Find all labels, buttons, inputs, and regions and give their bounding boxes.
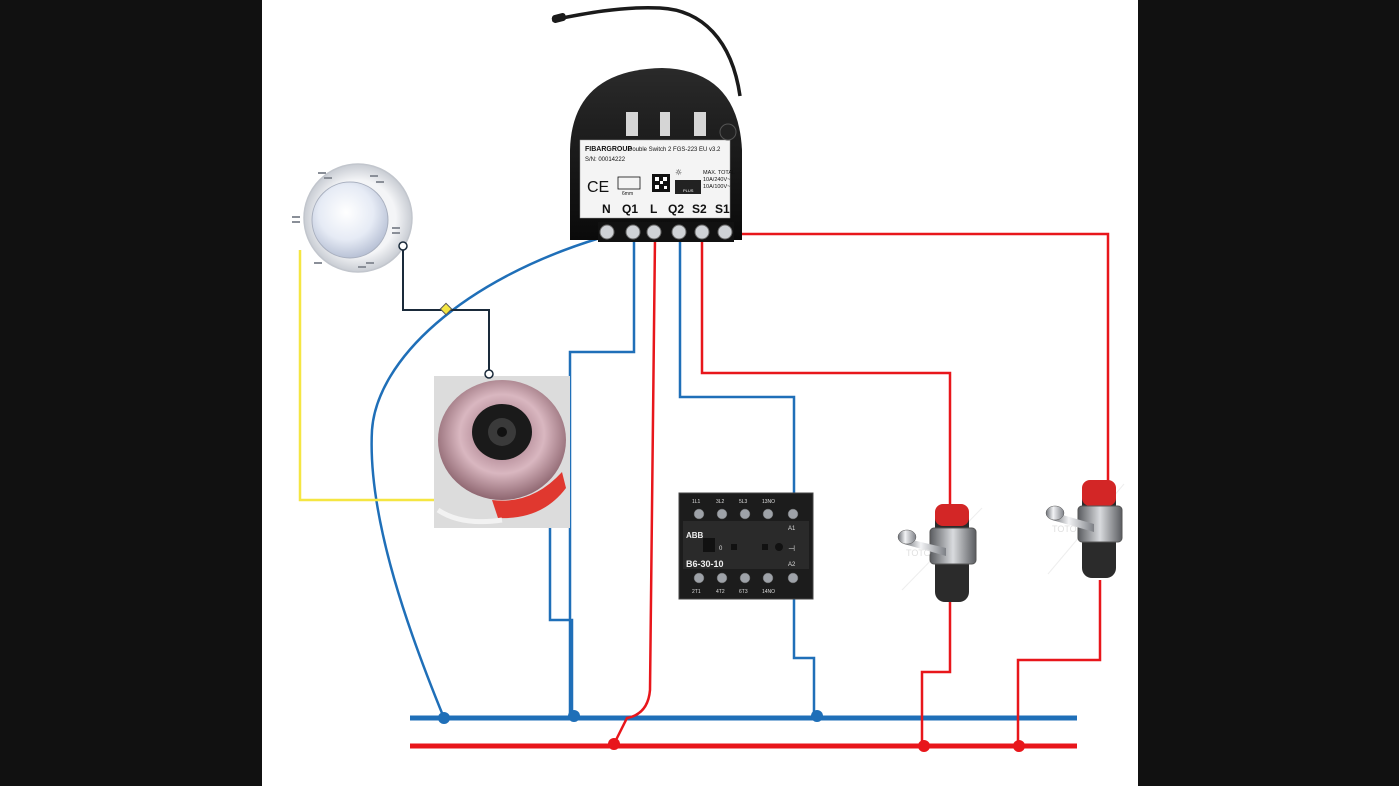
switch-brand: TOTO bbox=[906, 548, 931, 558]
terminal-label-s1: S1 bbox=[715, 202, 730, 216]
toggle-switch-icon: TOTO bbox=[897, 504, 983, 602]
neutral-junction-dot bbox=[811, 710, 823, 722]
qr-code-icon bbox=[652, 174, 670, 192]
relay-module-icon: FIBARGROUP Double Switch 2 FGS-223 EU v3… bbox=[551, 5, 742, 242]
terminal-label-s2: S2 bbox=[692, 202, 707, 216]
module-brand: FIBARGROUP bbox=[585, 146, 632, 153]
rating-title: MAX. TOTAL bbox=[703, 170, 735, 176]
wire-s2-to-switch1 bbox=[700, 238, 952, 508]
contactor-bottom-terminal: 6T3 bbox=[739, 589, 748, 595]
wire-yellow-lamp-to-transformer bbox=[298, 250, 434, 502]
wiring-diagram: FIBARGROUP Double Switch 2 FGS-223 EU v3… bbox=[262, 0, 1138, 786]
rating-240: 10A/240V~ bbox=[703, 177, 730, 183]
contactor-top-terminal: 1L1 bbox=[692, 499, 701, 505]
terminal-label-n: N bbox=[602, 202, 611, 216]
junction-marker bbox=[439, 302, 453, 316]
toroidal-transformer-icon bbox=[434, 369, 570, 528]
terminal-label-q2: Q2 bbox=[668, 202, 684, 216]
wire-q1-to-transformer bbox=[568, 238, 636, 718]
contactor-icon: 1L1 3L2 5L3 13NO A1 ABB 0 ⊣ B6-30-10 A2 … bbox=[678, 492, 814, 600]
contactor-model: B6-30-10 bbox=[686, 559, 724, 569]
contactor-brand: ABB bbox=[686, 531, 704, 540]
contactor-a2: A2 bbox=[788, 562, 796, 568]
diagram-svg: FIBARGROUP Double Switch 2 FGS-223 EU v3… bbox=[292, 5, 1125, 752]
wire-switch2-to-bus bbox=[1016, 580, 1102, 746]
neutral-junction-dot bbox=[438, 712, 450, 724]
contactor-bottom-terminal: 2T1 bbox=[692, 589, 701, 595]
zwave-plus-label: PLUS bbox=[683, 188, 694, 193]
toggle-switch-icon: TOTO bbox=[1045, 480, 1125, 578]
live-junction-dot bbox=[918, 740, 930, 752]
live-junction-dot bbox=[1013, 740, 1025, 752]
contactor-top-terminal: 3L2 bbox=[716, 499, 725, 505]
wire-contactor-to-bus bbox=[792, 598, 816, 718]
contactor-top-terminal: A1 bbox=[788, 526, 796, 532]
neutral-junction-dot bbox=[568, 710, 580, 722]
contactor-top-terminal: 13NO bbox=[762, 499, 775, 505]
contactor-zero: 0 bbox=[719, 546, 723, 552]
module-model: Double Switch 2 FGS-223 EU v3.2 bbox=[628, 147, 721, 153]
pool-light-icon bbox=[292, 163, 413, 273]
contactor-coil-symbol: ⊣ bbox=[788, 544, 795, 553]
contactor-bottom-terminal: 4T2 bbox=[716, 589, 725, 595]
rating-100: 10A/100V~ bbox=[703, 184, 730, 190]
terminal-label-q1: Q1 bbox=[622, 202, 638, 216]
ce-mark: CE bbox=[587, 179, 609, 196]
strip-length-label: 6mm bbox=[622, 191, 633, 197]
contactor-top-terminal: 5L3 bbox=[739, 499, 748, 505]
lamp-symbol-icon: ☼ bbox=[675, 168, 682, 177]
wire-transformer-to-bus bbox=[548, 520, 574, 718]
wire-switch1-to-bus bbox=[920, 600, 952, 746]
terminal-label-l: L bbox=[650, 202, 657, 216]
wire-s1-to-switch2 bbox=[725, 232, 1110, 484]
contactor-bottom-terminal: 14NO bbox=[762, 589, 775, 595]
wire-n-to-bus bbox=[370, 236, 601, 719]
module-serial: S/N: 00014222 bbox=[585, 157, 626, 163]
module-terminal-block bbox=[598, 222, 734, 242]
switch-brand: TOTO bbox=[1052, 524, 1077, 534]
wire-q2-to-contactor bbox=[678, 238, 796, 495]
wire-l-to-bus bbox=[612, 237, 657, 745]
live-junction-dot bbox=[608, 738, 620, 750]
